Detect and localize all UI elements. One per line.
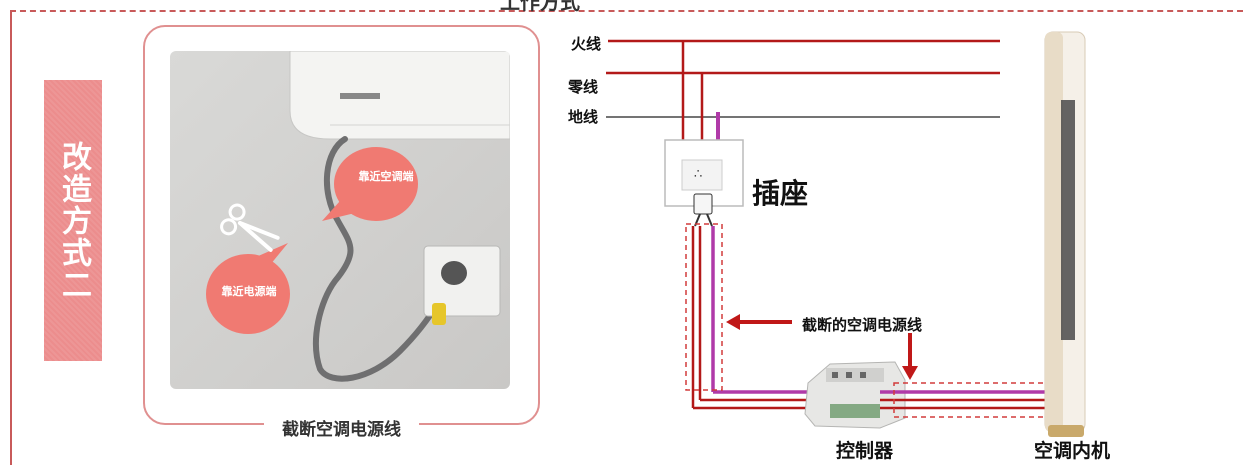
bubble-near-power	[206, 243, 290, 334]
output-cable	[880, 390, 1045, 410]
cut-cable-box	[685, 223, 723, 391]
label-cut-cable: 截断的空调电源线	[801, 316, 922, 334]
frame-left-border	[10, 10, 12, 465]
socket-icon: ∴	[664, 139, 744, 227]
bubble-near-ac-text: 靠近空调端	[358, 170, 414, 183]
bubble-near-ac	[322, 147, 418, 221]
top-title: 工作方式	[500, 0, 580, 14]
frame-dashed-top	[10, 10, 1243, 12]
bubble-near-power-text: 靠近电源端	[221, 285, 277, 298]
photo-caption-row: 截断空调电源线	[143, 412, 540, 442]
label-controller: 控制器	[836, 440, 894, 462]
side-label-text: 改造方式二	[56, 140, 91, 301]
side-label: 改造方式二	[44, 80, 102, 361]
label-indoor-unit: 空调内机	[1034, 440, 1111, 462]
photo-cable-cut	[170, 51, 510, 389]
photo-caption: 截断空调电源线	[264, 414, 419, 440]
label-neutral-wire: 零线	[568, 78, 599, 96]
cut-cable-box-horizontal	[893, 382, 1047, 418]
arrow-down-icon	[902, 333, 918, 380]
controller-device	[804, 361, 906, 429]
label-live-wire: 火线	[571, 35, 602, 53]
label-socket: 插座	[752, 177, 809, 210]
svg-text:∴: ∴	[694, 167, 702, 182]
arrow-left-icon	[726, 314, 792, 330]
label-ground-wire: 地线	[568, 108, 599, 126]
indoor-unit-icon	[1044, 31, 1086, 437]
scissors-icon	[220, 203, 280, 252]
